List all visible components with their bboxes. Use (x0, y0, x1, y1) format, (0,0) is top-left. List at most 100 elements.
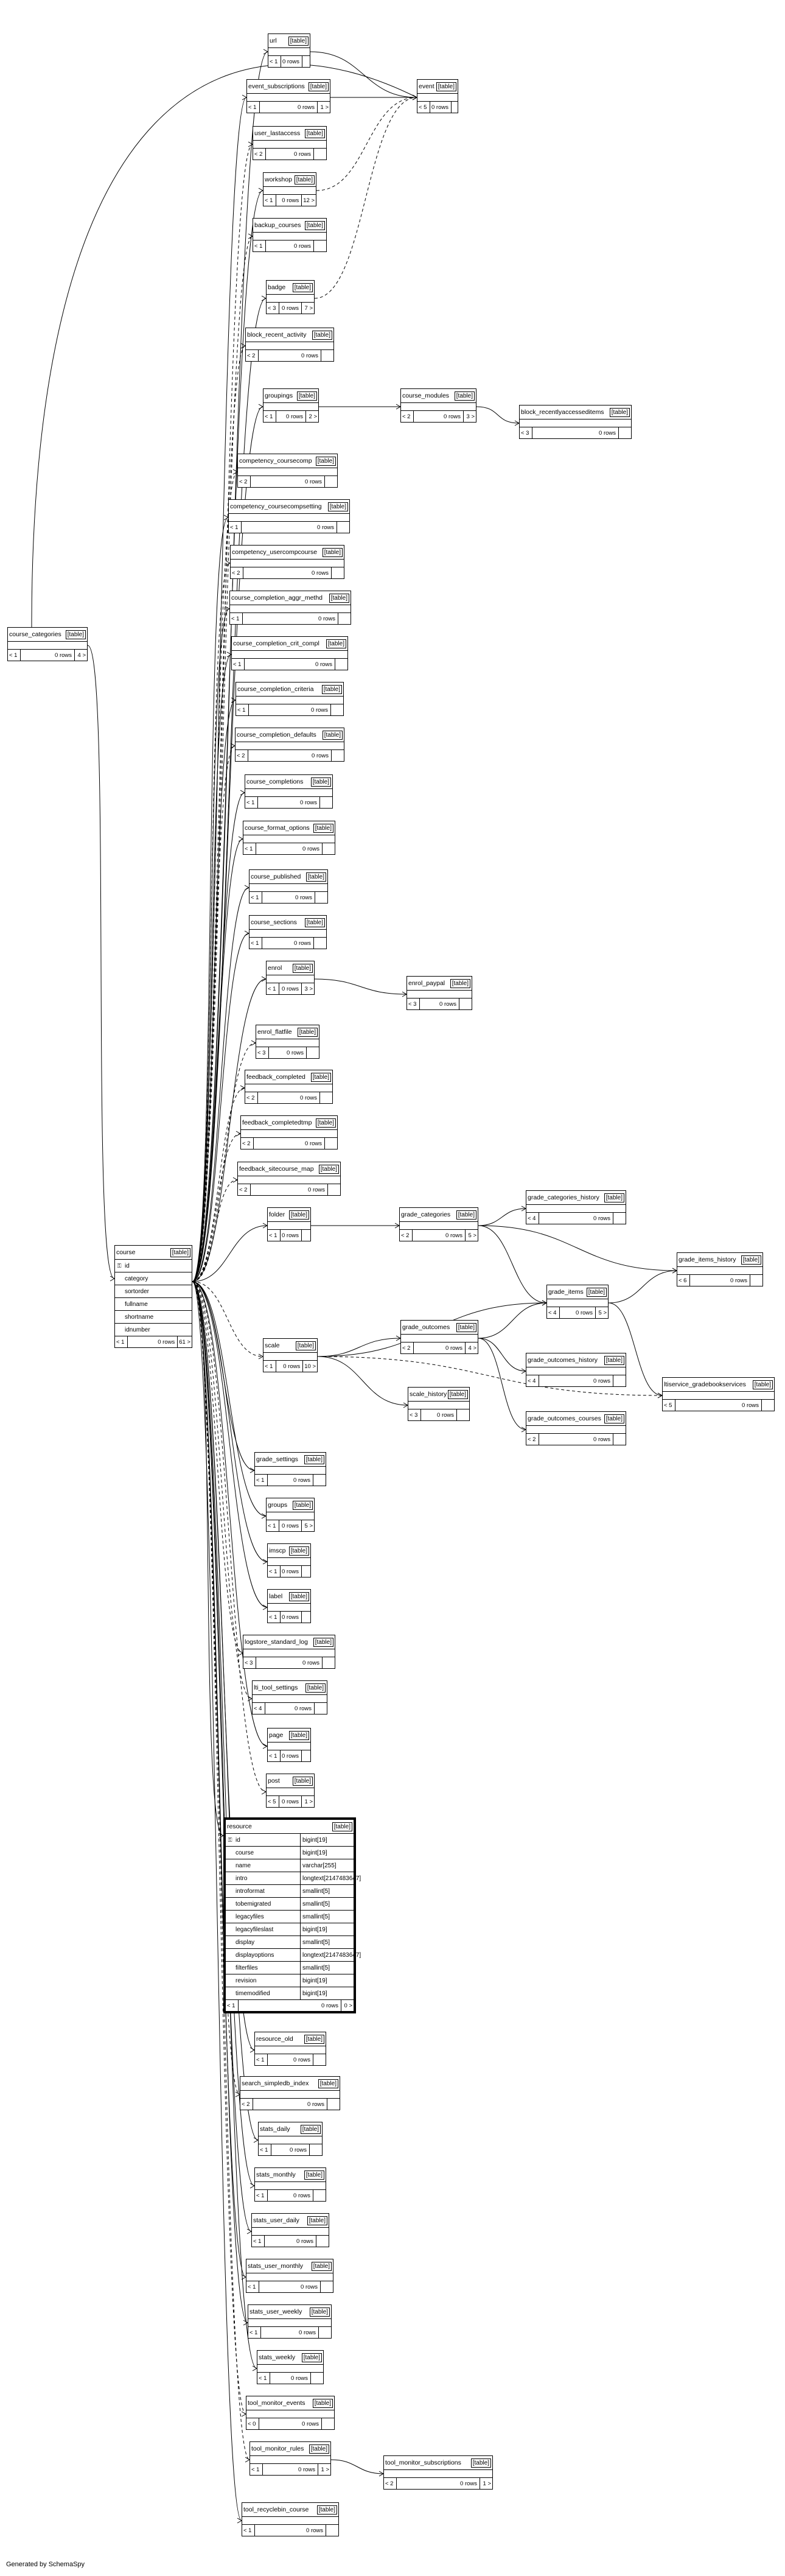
parent-count[interactable]: < 3 (408, 1409, 421, 1420)
child-count[interactable]: 1 > (301, 1796, 314, 1807)
table-header[interactable]: resource[table] (226, 1820, 354, 1834)
child-count[interactable] (306, 1047, 319, 1058)
table-header[interactable]: grade_outcomes[table] (401, 1321, 478, 1335)
table-header[interactable]: course_completion_crit_compl[table] (232, 637, 347, 651)
table-header[interactable]: competency_coursecomp[table] (238, 454, 337, 468)
child-count[interactable] (338, 613, 351, 624)
parent-count[interactable]: < 2 (236, 750, 248, 761)
column-row[interactable]: idnumber (115, 1324, 192, 1336)
table-name[interactable]: groups (268, 1501, 288, 1509)
table-header[interactable]: imscp[table] (268, 1544, 310, 1558)
parent-count[interactable]: < 1 (255, 2054, 268, 2065)
parent-count[interactable]: < 1 (252, 2236, 265, 2247)
child-count[interactable] (316, 2236, 329, 2247)
table-name[interactable]: resource (227, 1823, 252, 1830)
parent-count[interactable]: < 1 (259, 2144, 271, 2155)
parent-count[interactable]: < 2 (253, 149, 266, 160)
parent-count[interactable]: < 3 (407, 998, 420, 1009)
child-count[interactable]: 5 > (465, 1230, 478, 1241)
table-name[interactable]: post (268, 1777, 280, 1785)
table-name[interactable]: stats_weekly (259, 2354, 296, 2361)
child-count[interactable] (335, 659, 347, 670)
parent-count[interactable]: < 6 (677, 1275, 690, 1286)
child-count[interactable]: 10 > (302, 1361, 317, 1372)
child-count[interactable]: 1 > (480, 2478, 492, 2489)
table-name[interactable]: stats_user_daily (253, 2217, 299, 2224)
child-count[interactable] (315, 892, 327, 903)
column-row[interactable]: category (115, 1272, 192, 1285)
table-header[interactable]: grade_items[table] (547, 1285, 608, 1299)
table-name[interactable]: competency_coursecompsetting (230, 503, 322, 510)
column-row[interactable]: ⚿id (115, 1260, 192, 1272)
table-header[interactable]: url[table] (268, 34, 310, 48)
table-name[interactable]: grade_items_history (679, 1256, 736, 1263)
table-name[interactable]: block_recentlyaccesseditems (521, 409, 604, 416)
table-name[interactable]: scale_history (410, 1391, 447, 1398)
parent-count[interactable]: < 1 (242, 2525, 255, 2536)
table-header[interactable]: course_completion_criteria[table] (236, 683, 343, 697)
child-count[interactable] (320, 2281, 333, 2292)
child-count[interactable] (613, 1434, 626, 1445)
child-count[interactable] (301, 1230, 314, 1241)
table-name[interactable]: grade_categories (401, 1211, 451, 1218)
column-row[interactable]: shortname (115, 1311, 192, 1324)
table-header[interactable]: scale[table] (263, 1339, 317, 1353)
parent-count[interactable]: < 1 (243, 843, 256, 854)
table-name[interactable]: ltiservice_gradebookservices (664, 1381, 746, 1388)
parent-count[interactable]: < 1 (250, 2464, 263, 2475)
table-name[interactable]: grade_outcomes_history (528, 1356, 598, 1364)
child-count[interactable] (337, 522, 349, 533)
table-name[interactable]: stats_daily (260, 2125, 290, 2133)
table-header[interactable]: feedback_completedtmp[table] (241, 1116, 337, 1130)
parent-count[interactable]: < 3 (267, 303, 279, 314)
table-header[interactable]: stats_user_monthly[table] (246, 2259, 333, 2273)
table-name[interactable]: groupings (265, 392, 293, 399)
child-count[interactable] (322, 843, 335, 854)
parent-count[interactable]: < 3 (520, 427, 532, 438)
table-name[interactable]: course_completion_defaults (237, 731, 316, 739)
table-name[interactable]: competency_coursecomp (239, 457, 312, 465)
parent-count[interactable]: < 1 (255, 1475, 268, 1486)
parent-count[interactable]: < 2 (241, 1138, 254, 1149)
child-count[interactable] (318, 2327, 331, 2338)
child-count[interactable] (613, 1213, 626, 1224)
table-header[interactable]: grade_categories_history[table] (526, 1191, 626, 1205)
table-header[interactable]: enrol_flatfile[table] (256, 1025, 319, 1039)
table-header[interactable]: block_recentlyaccesseditems[table] (520, 405, 631, 419)
table-name[interactable]: course_completions (246, 778, 304, 785)
table-header[interactable]: event[table] (417, 80, 458, 94)
table-name[interactable]: page (269, 1732, 284, 1739)
table-header[interactable]: feedback_completed[table] (245, 1070, 332, 1084)
parent-count[interactable]: < 1 (249, 938, 262, 949)
table-name[interactable]: feedback_completedtmp (242, 1119, 312, 1126)
child-count[interactable] (330, 704, 343, 715)
table-name[interactable]: course_completion_aggr_methd (231, 594, 323, 602)
child-count[interactable] (319, 1092, 332, 1103)
parent-count[interactable]: < 1 (236, 704, 249, 715)
